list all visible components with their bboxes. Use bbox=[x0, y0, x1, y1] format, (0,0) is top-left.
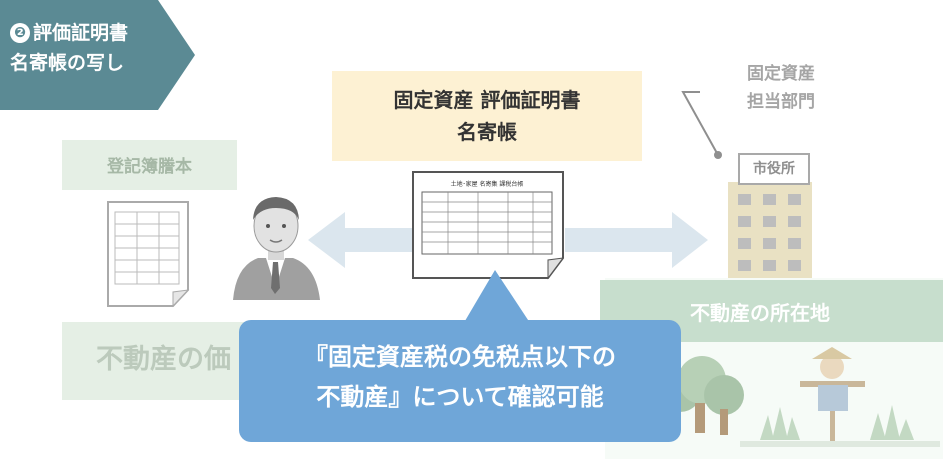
person-icon bbox=[233, 197, 320, 300]
grass-icon bbox=[760, 405, 914, 440]
certificate-title-line1: 固定資産 評価証明書 bbox=[393, 88, 581, 112]
callout-pointer bbox=[462, 270, 532, 326]
certificate-box bbox=[332, 71, 642, 161]
certificate-title: 固定資産 評価証明書 名寄帳 bbox=[332, 84, 642, 148]
department-label-line1: 固定資産 bbox=[747, 64, 815, 84]
department-leader-line bbox=[681, 91, 719, 156]
location-label: 不動産の所在地 bbox=[690, 301, 830, 325]
step-line1: 評価証明書 bbox=[33, 22, 129, 44]
department-label: 固定資産 担当部門 bbox=[705, 60, 815, 116]
step-number: ❷ bbox=[10, 23, 30, 43]
left-arrow bbox=[308, 212, 415, 268]
registry-label: 登記簿謄本 bbox=[107, 157, 192, 177]
step-tag bbox=[0, 0, 195, 110]
registry-document-icon bbox=[107, 201, 190, 308]
callout-line2: 不動産』について確認可能 bbox=[316, 383, 604, 411]
department-leader-dot bbox=[714, 151, 722, 159]
certificate-title-line2: 名寄帳 bbox=[457, 120, 517, 144]
landscape-illustration bbox=[658, 347, 940, 447]
registry-box bbox=[62, 140, 237, 190]
city-hall-building-icon bbox=[728, 182, 812, 278]
property-value-label: 不動産の価 bbox=[96, 344, 231, 375]
callout-box bbox=[239, 320, 681, 442]
scarecrow-icon bbox=[800, 347, 865, 445]
callout-text: 『固定資産税の免税点以下の 不動産』について確認可能 bbox=[239, 337, 681, 417]
right-arrow bbox=[565, 212, 708, 268]
callout-line1: 『固定資産税の免税点以下の bbox=[304, 343, 616, 371]
property-value-box bbox=[62, 322, 247, 400]
step-line2: 名寄帳の写し bbox=[10, 52, 125, 74]
department-label-line2: 担当部門 bbox=[747, 92, 815, 112]
certificate-document-icon bbox=[412, 171, 565, 280]
certificate-document-title: 土地･家屋 名寄集 課税台帳 bbox=[450, 181, 524, 188]
city-hall-label: 市役所 bbox=[738, 153, 810, 185]
